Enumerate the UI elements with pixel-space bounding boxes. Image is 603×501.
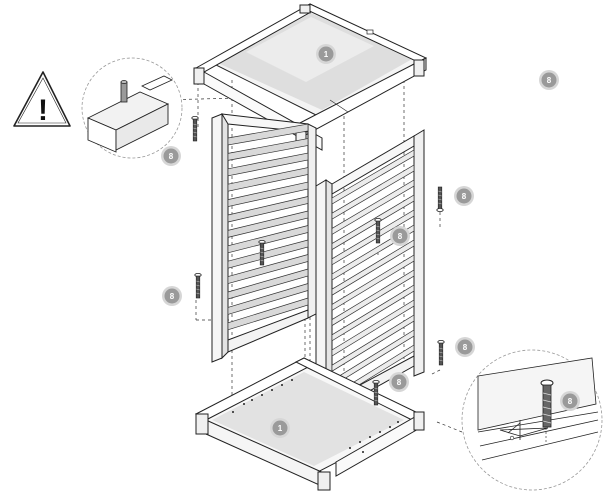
top-frame [193, 3, 428, 151]
svg-text:8: 8 [463, 343, 468, 352]
left-panel-slat [227, 210, 309, 238]
left-panel-slat [227, 138, 309, 161]
right-panel-slat [331, 209, 415, 266]
bolt-icon [540, 379, 554, 428]
part-label-top-frame: 1 [316, 44, 336, 64]
left-panel-slat [227, 297, 309, 331]
right-panel-slat [331, 299, 415, 357]
part-label-bolt-center-lower: 8 [389, 372, 409, 392]
part-label-loose: 8 [539, 70, 559, 90]
left-panel-slat [227, 254, 309, 285]
svg-text:1: 1 [278, 424, 283, 433]
svg-text:8: 8 [398, 232, 403, 241]
svg-text:8: 8 [568, 397, 573, 406]
right-panel-slat [331, 164, 415, 220]
right-panel-slat [331, 284, 415, 342]
right-panel-slat [331, 314, 415, 372]
left-panel-slat [227, 181, 309, 208]
left-panel-slat [227, 268, 309, 300]
bottom-frame [194, 357, 425, 491]
part-label-bolt-right-lower: 8 [455, 337, 475, 357]
right-panel-slat [331, 254, 415, 312]
left-panel-slat [227, 283, 309, 315]
right-panel-slat [331, 149, 415, 205]
dowel-icon [120, 80, 128, 103]
svg-text:8: 8 [169, 152, 174, 161]
bolt-detail-circle [461, 349, 603, 491]
part-label-bottom-frame: 1 [270, 418, 290, 438]
svg-text:8: 8 [397, 378, 402, 387]
left-panel-slat [227, 123, 309, 146]
right-panel-slat [331, 239, 415, 296]
left-panel-slat [227, 196, 309, 223]
part-label-bolt-lower-left: 8 [162, 286, 182, 306]
left-side-panel [211, 113, 317, 363]
svg-text:8: 8 [462, 192, 467, 201]
warning-triangle-icon: ! [13, 71, 71, 127]
left-panel-slat [227, 225, 309, 254]
left-panel-slat [227, 152, 309, 177]
dowel-detail-circle [81, 57, 183, 159]
svg-text:8: 8 [547, 76, 552, 85]
right-panel-slat [331, 194, 415, 251]
left-panel-slat [227, 239, 309, 269]
part-label-bolt-upper-left: 8 [161, 146, 181, 166]
left-panel-slat [227, 167, 309, 192]
svg-text:8: 8 [170, 292, 175, 301]
right-panel-slat [331, 179, 415, 236]
right-panel-slat [331, 269, 415, 327]
warning-symbol: ! [38, 94, 48, 127]
part-label-bolt-detail: 8 [560, 391, 580, 411]
svg-text:1: 1 [324, 50, 329, 59]
part-label-bolt-right-middle: 8 [390, 226, 410, 246]
part-label-bolt-right-upper: 8 [454, 186, 474, 206]
